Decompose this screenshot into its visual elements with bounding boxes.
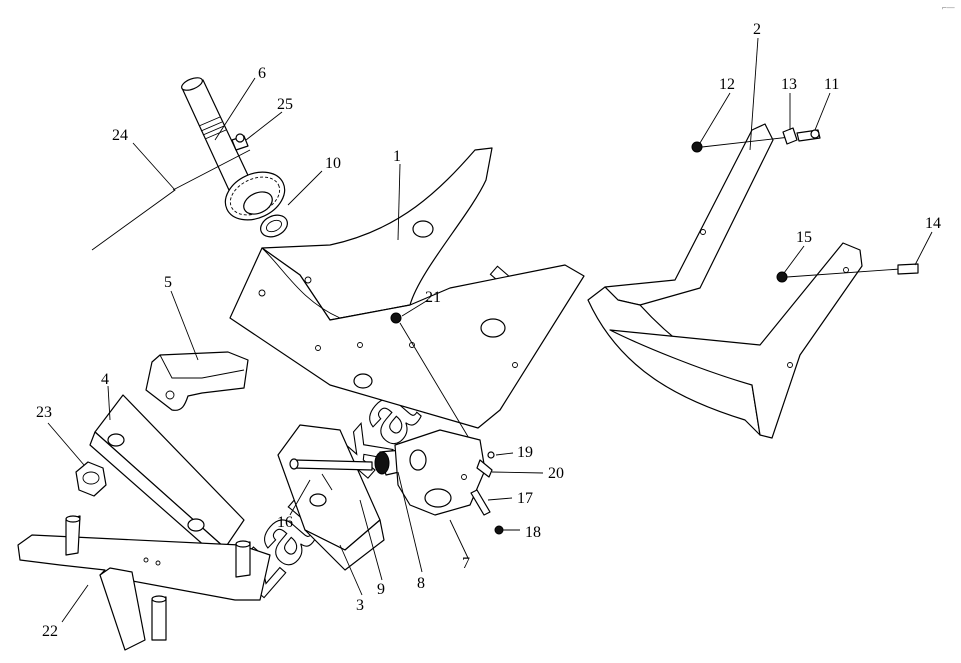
callout-2: 2 <box>753 21 761 38</box>
callout-3: 3 <box>356 597 364 614</box>
callout-19: 19 <box>517 444 533 461</box>
callout-16: 16 <box>277 514 293 531</box>
part-18-cap <box>494 525 504 535</box>
part-2-right-bracket <box>587 123 774 436</box>
part-20-bolt <box>476 459 493 478</box>
part-12-nut <box>691 141 703 153</box>
part-5-clamp <box>145 351 249 411</box>
callout-labels: 6 25 24 10 1 2 12 13 11 15 14 21 5 4 23 … <box>36 21 941 640</box>
callout-15: 15 <box>796 229 812 246</box>
leader-lines <box>47 37 933 623</box>
callout-17: 17 <box>517 490 533 507</box>
part-19-ball <box>487 451 495 459</box>
part-7-cam-plate <box>394 429 486 516</box>
part-11-bolt <box>796 129 821 142</box>
bolt-axis-15-14 <box>786 268 901 278</box>
part-14-bolt <box>897 263 919 275</box>
callout-7: 7 <box>462 555 470 572</box>
callout-14: 14 <box>925 215 941 232</box>
callout-22: 22 <box>42 623 58 640</box>
part-3-side-plate <box>277 424 385 571</box>
callout-5: 5 <box>164 274 172 291</box>
callout-20: 20 <box>548 465 564 482</box>
callout-24: 24 <box>112 127 128 144</box>
part-1-main-bracket <box>229 147 585 429</box>
callout-11: 11 <box>824 76 839 93</box>
callout-8: 8 <box>417 575 425 592</box>
part-13-washer <box>782 127 798 145</box>
bolt-axis-12 <box>701 136 791 148</box>
part-4-angle-plate <box>89 394 245 556</box>
part-25-grease-nipple <box>231 133 249 151</box>
callout-9: 9 <box>377 581 385 598</box>
callout-12: 12 <box>719 76 735 93</box>
part-23-nut <box>75 461 107 497</box>
callout-6: 6 <box>258 65 266 82</box>
part-16-pin <box>289 458 373 491</box>
callout-13: 13 <box>781 76 797 93</box>
callout-4: 4 <box>101 371 109 388</box>
callout-25: 25 <box>277 96 293 113</box>
callout-21: 21 <box>425 289 441 306</box>
part-21-nut <box>390 312 402 324</box>
part-15-nut <box>776 271 788 283</box>
callout-18: 18 <box>525 524 541 541</box>
callout-10: 10 <box>325 155 341 172</box>
callout-1: 1 <box>393 148 401 165</box>
part-17-spring <box>470 489 491 516</box>
corner-mark: ⌐— <box>942 3 955 12</box>
part-10-bushing <box>260 214 288 238</box>
part-22-frame <box>17 515 271 651</box>
part-gear <box>224 171 286 221</box>
callout-23: 23 <box>36 404 52 421</box>
